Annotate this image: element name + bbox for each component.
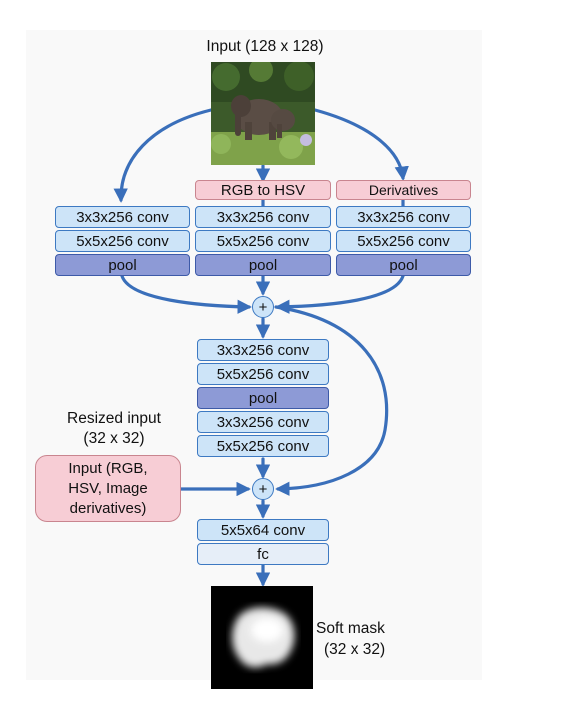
input-title: Input (128 x 128) (206, 38, 324, 55)
head-conv-5x5x64: 5x5x64 conv (197, 519, 329, 541)
branch3-conv-3x3: 3x3x256 conv (336, 206, 471, 228)
branch1-pool: pool (55, 254, 190, 276)
branch3-pool: pool (336, 254, 471, 276)
soft-mask-image (211, 586, 313, 689)
arrow-pool3-to-plus (275, 274, 405, 314)
input-image (211, 62, 315, 165)
resized-input-label: Resized input (32 x 32) (44, 410, 184, 448)
trunk-conv-5x5-a: 5x5x256 conv (197, 363, 329, 385)
branch2-conv-3x3: 3x3x256 conv (195, 206, 331, 228)
arrow-input-to-derivatives (313, 108, 409, 181)
branch2-conv-5x5: 5x5x256 conv (195, 230, 331, 252)
sum-node-1: + (252, 296, 274, 318)
branch1-conv-5x5: 5x5x256 conv (55, 230, 190, 252)
trunk-conv-5x5-b: 5x5x256 conv (197, 435, 329, 457)
soft-mask-line1: Soft mask (316, 620, 385, 637)
trunk-conv-3x3-a: 3x3x256 conv (197, 339, 329, 361)
resized-input-line2: (32 x 32) (83, 430, 145, 447)
soft-mask-line2: (32 x 32) (324, 641, 386, 658)
head-fc: fc (197, 543, 329, 565)
side-input-line3: derivatives) (69, 499, 147, 517)
derivatives-box: Derivatives (336, 180, 471, 200)
sum-node-2: + (252, 478, 274, 500)
branch1-conv-3x3: 3x3x256 conv (55, 206, 190, 228)
side-input-line1: Input (RGB, (68, 459, 148, 477)
trunk-conv-3x3-b: 3x3x256 conv (197, 411, 329, 433)
trunk-pool: pool (197, 387, 329, 409)
arrow-input-to-branch1 (113, 108, 213, 203)
branch2-pool: pool (195, 254, 331, 276)
rgb-to-hsv-box: RGB to HSV (195, 180, 331, 200)
soft-mask-label: Soft mask (32 x 32) (316, 620, 426, 659)
arrow-skip-connection (274, 305, 389, 496)
branch3-conv-5x5: 5x5x256 conv (336, 230, 471, 252)
side-input-box: Input (RGB, HSV, Image derivatives) (35, 455, 181, 522)
arrow-pool1-to-plus (120, 274, 252, 314)
side-input-line2: HSV, Image (68, 479, 148, 497)
resized-input-line1: Resized input (67, 410, 161, 427)
